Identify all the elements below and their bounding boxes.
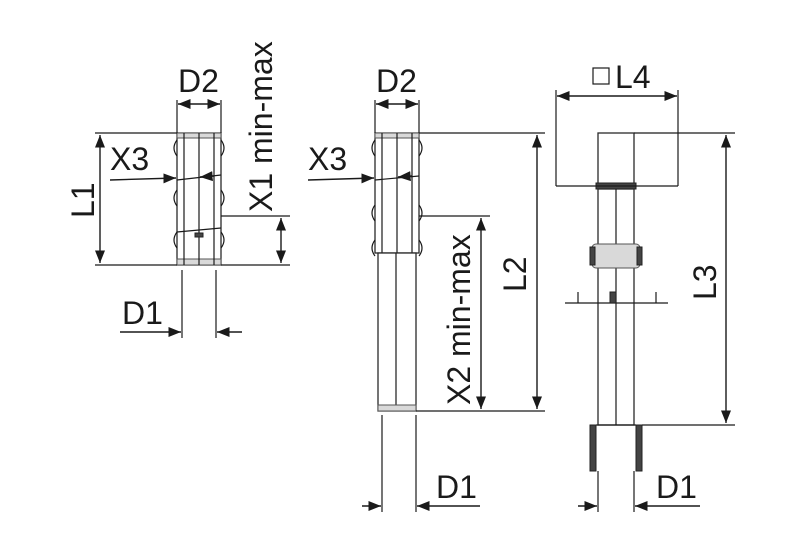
roof-pipe-body: [565, 132, 668, 472]
figure-short-pipe: D2 L1 X3 X1 min-max D1: [65, 41, 290, 338]
dimension-d1-fig3: D1: [578, 469, 700, 512]
label-d1-fig3: D1: [656, 469, 697, 505]
dimension-l1: L1: [65, 132, 177, 266]
label-x3-fig2: X3: [308, 141, 347, 177]
dimension-x1: X1 min-max: [221, 41, 290, 266]
label-d1-fig1: D1: [122, 295, 163, 331]
label-l4: L4: [615, 59, 651, 95]
dimension-l4: L4: [555, 59, 679, 187]
dimension-x3-fig1: X3: [109, 141, 215, 184]
dimension-x2: X2 min-max: [416, 215, 545, 412]
label-x1: X1 min-max: [243, 41, 279, 212]
label-l1: L1: [65, 182, 101, 218]
label-x3-fig1: X3: [110, 141, 149, 177]
long-pipe-body: [371, 132, 423, 412]
dimension-x3-fig2: X3: [307, 141, 413, 184]
dimension-d1-fig2: D1: [362, 415, 480, 512]
dimension-l2: L2: [419, 132, 545, 409]
figure-roof-pipe: L4 L3 D1: [555, 59, 735, 512]
figure-long-pipe: D2 X3 X2 min-max L2 D1: [307, 63, 545, 512]
dimension-d2-fig1: D2: [176, 63, 222, 133]
label-x2: X2 min-max: [441, 234, 477, 405]
label-d2-fig2: D2: [376, 63, 417, 99]
dimension-d2-fig2: D2: [374, 63, 420, 133]
short-pipe-body: [173, 132, 225, 266]
label-l2: L2: [497, 256, 533, 292]
dimension-l3: L3: [634, 132, 735, 426]
label-l3: L3: [687, 264, 723, 300]
square-symbol: [592, 67, 610, 85]
dimension-d1-fig1: D1: [120, 270, 242, 338]
label-d1-fig2: D1: [436, 469, 477, 505]
label-d2-fig1: D2: [178, 63, 219, 99]
